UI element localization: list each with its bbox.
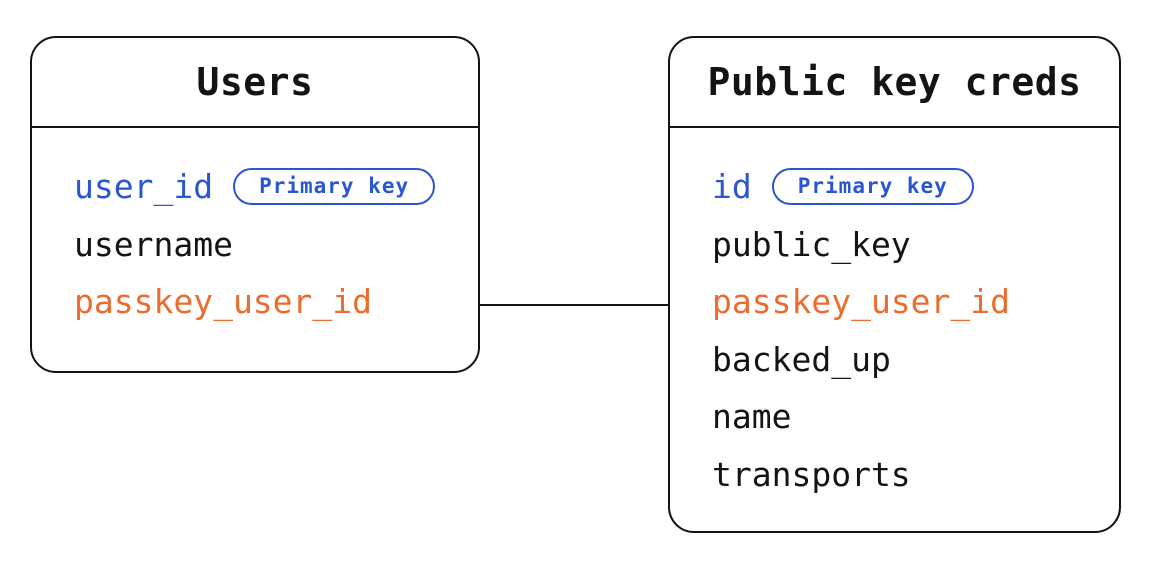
field-passkey-user-id: passkey_user_id: [74, 282, 373, 322]
field-transports: transports: [712, 454, 911, 494]
table-users-body: user_id Primary key username passkey_use…: [32, 128, 478, 331]
relationship-connector: [480, 304, 668, 306]
field-row-passkey-user-id: passkey_user_id: [712, 273, 1119, 331]
field-user-id: user_id: [74, 167, 214, 207]
field-row-name: name: [712, 388, 1119, 446]
table-public-key-creds: Public key creds id Primary key public_k…: [668, 36, 1121, 533]
field-id: id: [712, 167, 752, 207]
field-row-username: username: [74, 216, 478, 274]
field-backed-up: backed_up: [712, 339, 891, 379]
table-public-key-creds-title: Public key creds: [670, 38, 1119, 128]
field-name: name: [712, 397, 792, 437]
field-row-backed-up: backed_up: [712, 331, 1119, 389]
field-passkey-user-id: passkey_user_id: [712, 282, 1011, 322]
primary-key-badge: Primary key: [233, 168, 436, 206]
table-users-title: Users: [32, 38, 478, 128]
field-public-key: public_key: [712, 224, 911, 264]
field-row-id: id Primary key: [712, 158, 1119, 216]
field-row-user-id: user_id Primary key: [74, 158, 478, 216]
field-row-passkey-user-id: passkey_user_id: [74, 273, 478, 331]
field-username: username: [74, 224, 233, 264]
primary-key-badge: Primary key: [771, 168, 974, 206]
table-users: Users user_id Primary key username passk…: [30, 36, 480, 373]
field-row-public-key: public_key: [712, 216, 1119, 274]
field-row-transports: transports: [712, 446, 1119, 504]
table-public-key-creds-body: id Primary key public_key passkey_user_i…: [670, 128, 1119, 503]
